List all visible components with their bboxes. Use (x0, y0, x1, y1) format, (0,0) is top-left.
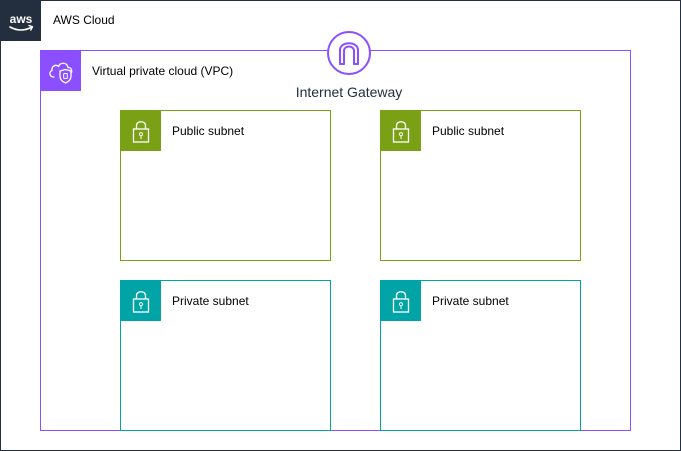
subnet-label: Private subnet (432, 294, 509, 308)
aws-logo-icon: aws (1, 1, 41, 41)
svg-text:aws: aws (10, 12, 33, 26)
vpc-label: Virtual private cloud (VPC) (92, 64, 234, 78)
internet-gateway-icon[interactable] (326, 30, 372, 76)
vpc-cloud-shield-icon (41, 51, 81, 91)
private-subnet-group-1[interactable]: Private subnet (120, 280, 331, 431)
subnet-label: Private subnet (172, 294, 249, 308)
lock-icon (381, 281, 421, 321)
aws-cloud-label: AWS Cloud (53, 13, 115, 27)
private-subnet-group-2[interactable]: Private subnet (380, 280, 581, 431)
public-subnet-group-2[interactable]: Public subnet (380, 110, 581, 261)
lock-icon (381, 111, 421, 151)
subnet-label: Public subnet (432, 124, 505, 138)
internet-gateway-label: Internet Gateway (295, 84, 403, 100)
lock-icon (121, 281, 161, 321)
public-subnet-group-1[interactable]: Public subnet (120, 110, 331, 261)
lock-icon (121, 111, 161, 151)
subnet-label: Public subnet (172, 124, 245, 138)
